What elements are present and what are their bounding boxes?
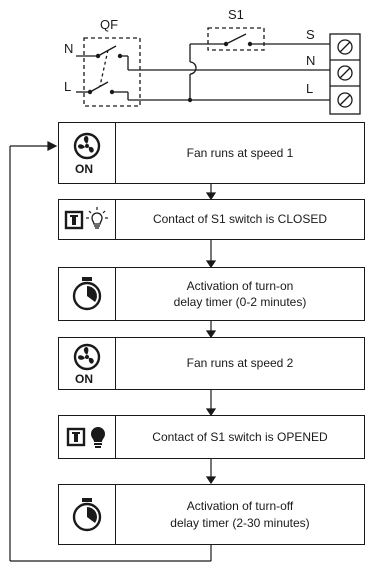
fan-on-label: ON <box>75 372 93 386</box>
breaker-qf-box <box>83 37 141 107</box>
step-6-text: Activation of turn-off delay timer (2-30… <box>170 499 310 530</box>
terminal-label-n: N <box>306 53 316 68</box>
timer-icon <box>59 268 116 320</box>
switch-s1-box <box>207 27 265 51</box>
switch-lamp-off-icon <box>59 416 116 458</box>
step-5-text: Contact of S1 switch is OPENED <box>152 429 328 444</box>
terminal-label-l: L <box>306 81 314 96</box>
fan-on-icon <box>59 123 116 183</box>
flow-step-4: ON Fan runs at speed 2 <box>58 337 365 390</box>
breaker-label: QF <box>100 17 119 32</box>
fan-on-icon <box>59 338 116 389</box>
left-label-n: N <box>64 41 74 56</box>
flow-step-2: Contact of S1 switch is CLOSED <box>58 199 365 240</box>
step-3-text: Activation of turn-on delay timer (0-2 m… <box>173 278 307 309</box>
flow-step-1: ON Fan runs at speed 1 <box>58 122 365 184</box>
terminal-label-s: S <box>306 27 315 42</box>
switch-lamp-on-icon <box>59 200 116 239</box>
switch-label: S1 <box>228 7 244 22</box>
left-label-l: L <box>64 79 72 94</box>
flow-step-5: Contact of S1 switch is OPENED <box>58 415 365 459</box>
flow-step-3: Activation of turn-on delay timer (0-2 m… <box>58 267 365 321</box>
fan-on-label: ON <box>75 162 93 176</box>
timer-icon <box>59 485 116 544</box>
step-1-text: Fan runs at speed 1 <box>186 145 294 160</box>
terminal-block <box>329 33 361 115</box>
step-2-text: Contact of S1 switch is CLOSED <box>152 212 328 227</box>
flow-step-6: Activation of turn-off delay timer (2-30… <box>58 484 365 545</box>
step-4-text: Fan runs at speed 2 <box>186 356 294 371</box>
